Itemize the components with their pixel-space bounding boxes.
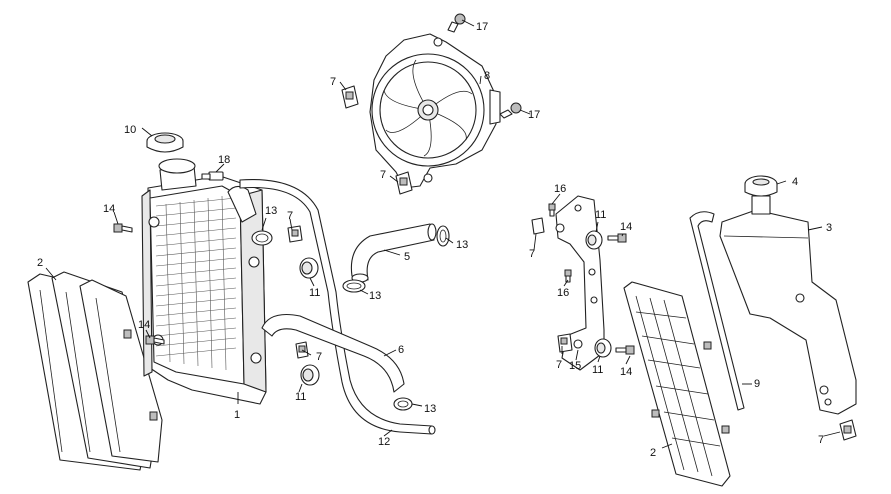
grommet-11-lower-left xyxy=(300,364,320,386)
callout-14-upper-left: 14 xyxy=(103,203,115,215)
callout-14-bracket-lower: 14 xyxy=(620,366,632,378)
coolant-hose-upper xyxy=(350,223,437,283)
callout-2-left-guard: 2 xyxy=(37,257,43,269)
bolt-14-bracket-lower xyxy=(615,345,635,355)
callout-16-upper: 16 xyxy=(554,183,566,195)
callout-4: 4 xyxy=(792,176,798,188)
callout-3: 3 xyxy=(826,222,832,234)
grommet-11-bracket-upper xyxy=(585,230,603,250)
callout-9: 9 xyxy=(754,378,760,390)
bolt-14-upper-left xyxy=(113,223,133,233)
clip-nut-7-radiator-lower xyxy=(295,341,309,359)
callout-11-radiator-lower: 11 xyxy=(295,391,306,403)
radiator-guard-right xyxy=(623,281,731,487)
bolt-14-lower-left xyxy=(145,335,165,345)
callout-11-bracket-lower: 11 xyxy=(592,364,603,376)
callout-13-lower-hose: 13 xyxy=(424,403,436,415)
overflow-tank xyxy=(719,195,857,415)
callout-6: 6 xyxy=(398,344,404,356)
screw-16-upper xyxy=(548,203,556,217)
tank-cap xyxy=(744,175,778,197)
callout-7-tank: 7 xyxy=(818,434,824,446)
hose-clamp-13-upper-hose-end xyxy=(436,225,450,247)
hose-clamp-13-upper-hose-start xyxy=(342,279,366,293)
fan-screw-17-lower xyxy=(499,102,522,119)
callout-18: 18 xyxy=(218,154,230,166)
callout-7-fan-upper: 7 xyxy=(330,76,336,88)
callout-2-right-guard: 2 xyxy=(650,447,656,459)
callout-11-bracket-upper: 11 xyxy=(595,209,606,221)
callout-13-upper-hose-end: 13 xyxy=(456,239,468,251)
callout-12: 12 xyxy=(378,436,390,448)
bolt-14-bracket-upper xyxy=(607,233,627,243)
cooling-fan xyxy=(369,33,501,189)
clip-nut-7-bracket-lower xyxy=(557,333,573,353)
clip-nut-7-fan-lower xyxy=(395,171,413,195)
callout-14-lower-left: 14 xyxy=(138,319,150,331)
breather-hose xyxy=(689,211,745,411)
callout-8: 8 xyxy=(484,70,490,82)
callout-labels: 1 2 2 3 4 5 6 7 7 7 7 7 7 7 8 9 10 11 11… xyxy=(37,21,832,459)
callout-13-upper-hose-start: 13 xyxy=(369,290,381,302)
callout-16-lower: 16 xyxy=(557,287,569,299)
hose-clamp-13-lower xyxy=(393,397,413,411)
leader-lines xyxy=(45,19,841,449)
grommet-11-bracket-lower xyxy=(594,338,612,358)
callout-7-fan-lower: 7 xyxy=(380,169,386,181)
callout-7-bracket-upper: 7 xyxy=(529,248,535,260)
callout-1: 1 xyxy=(234,409,240,421)
radiator-cap xyxy=(146,132,184,153)
callout-7-bracket-lower: 7 xyxy=(556,359,562,371)
callout-17-upper: 17 xyxy=(476,21,488,33)
callout-10: 10 xyxy=(124,124,136,136)
callout-14-bracket-upper: 14 xyxy=(620,221,632,233)
clip-nut-7-radiator-upper xyxy=(287,225,303,243)
grommet-11-upper-left xyxy=(299,257,319,279)
coolant-hose-lower xyxy=(261,313,405,393)
callout-15: 15 xyxy=(569,360,581,372)
screw-16-lower xyxy=(564,269,572,283)
clip-nut-7-fan-upper xyxy=(341,85,359,109)
radiator-guard-left xyxy=(27,271,163,471)
clip-nut-7-tank xyxy=(839,419,857,441)
clip-nut-7-bracket-upper xyxy=(531,217,545,235)
callout-11-radiator-upper: 11 xyxy=(309,287,320,299)
overflow-hose xyxy=(239,179,436,435)
hose-clamp-13-radiator xyxy=(251,230,273,246)
callout-7-radiator-upper: 7 xyxy=(287,210,293,222)
fan-screw-17-upper xyxy=(447,13,466,33)
callout-13-radiator: 13 xyxy=(265,205,277,217)
radiator-core xyxy=(141,158,267,405)
callout-5: 5 xyxy=(404,251,410,263)
bleed-bolt xyxy=(201,171,224,181)
callout-7-radiator-lower: 7 xyxy=(316,351,322,363)
callout-17-lower: 17 xyxy=(528,109,540,121)
